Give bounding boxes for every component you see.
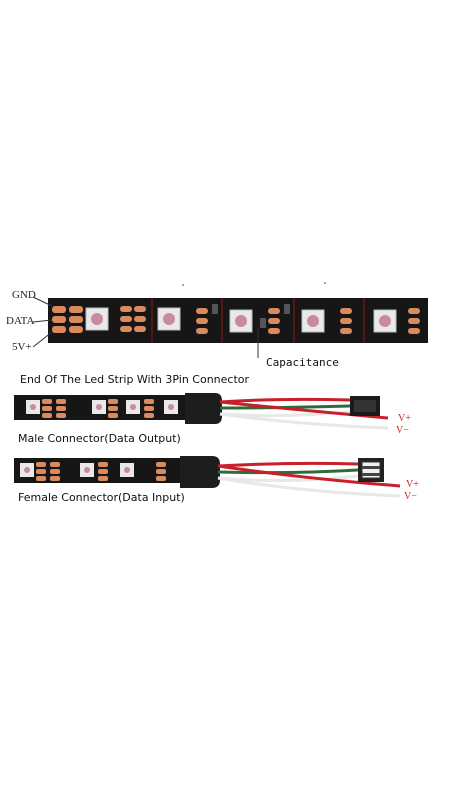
strip-cut-lines: [151, 298, 365, 343]
male-v-plus-label: V+: [398, 413, 411, 424]
pin-label-data: DATA: [6, 315, 35, 327]
pin-label-5v: 5V+: [12, 341, 32, 353]
strip-left-pads: [52, 306, 83, 333]
female-v-plus-label: V+: [406, 479, 419, 490]
connector-section-title: End Of The Led Strip With 3Pin Connector: [20, 373, 250, 386]
strip-led-chips: [85, 307, 397, 333]
female-connector-caption: Female Connector(Data Input): [18, 491, 185, 504]
male-v-minus-label: V−: [396, 425, 409, 436]
strip-capacitors: [212, 304, 290, 328]
pin-arrows: [32, 296, 53, 348]
female-v-minus-label: V−: [404, 491, 417, 502]
capacitance-label: Capacitance: [266, 356, 339, 369]
male-connector-caption: Male Connector(Data Output): [18, 432, 181, 445]
pin-label-gnd: GND: [12, 289, 36, 301]
strip-middle-pads: [120, 306, 420, 334]
